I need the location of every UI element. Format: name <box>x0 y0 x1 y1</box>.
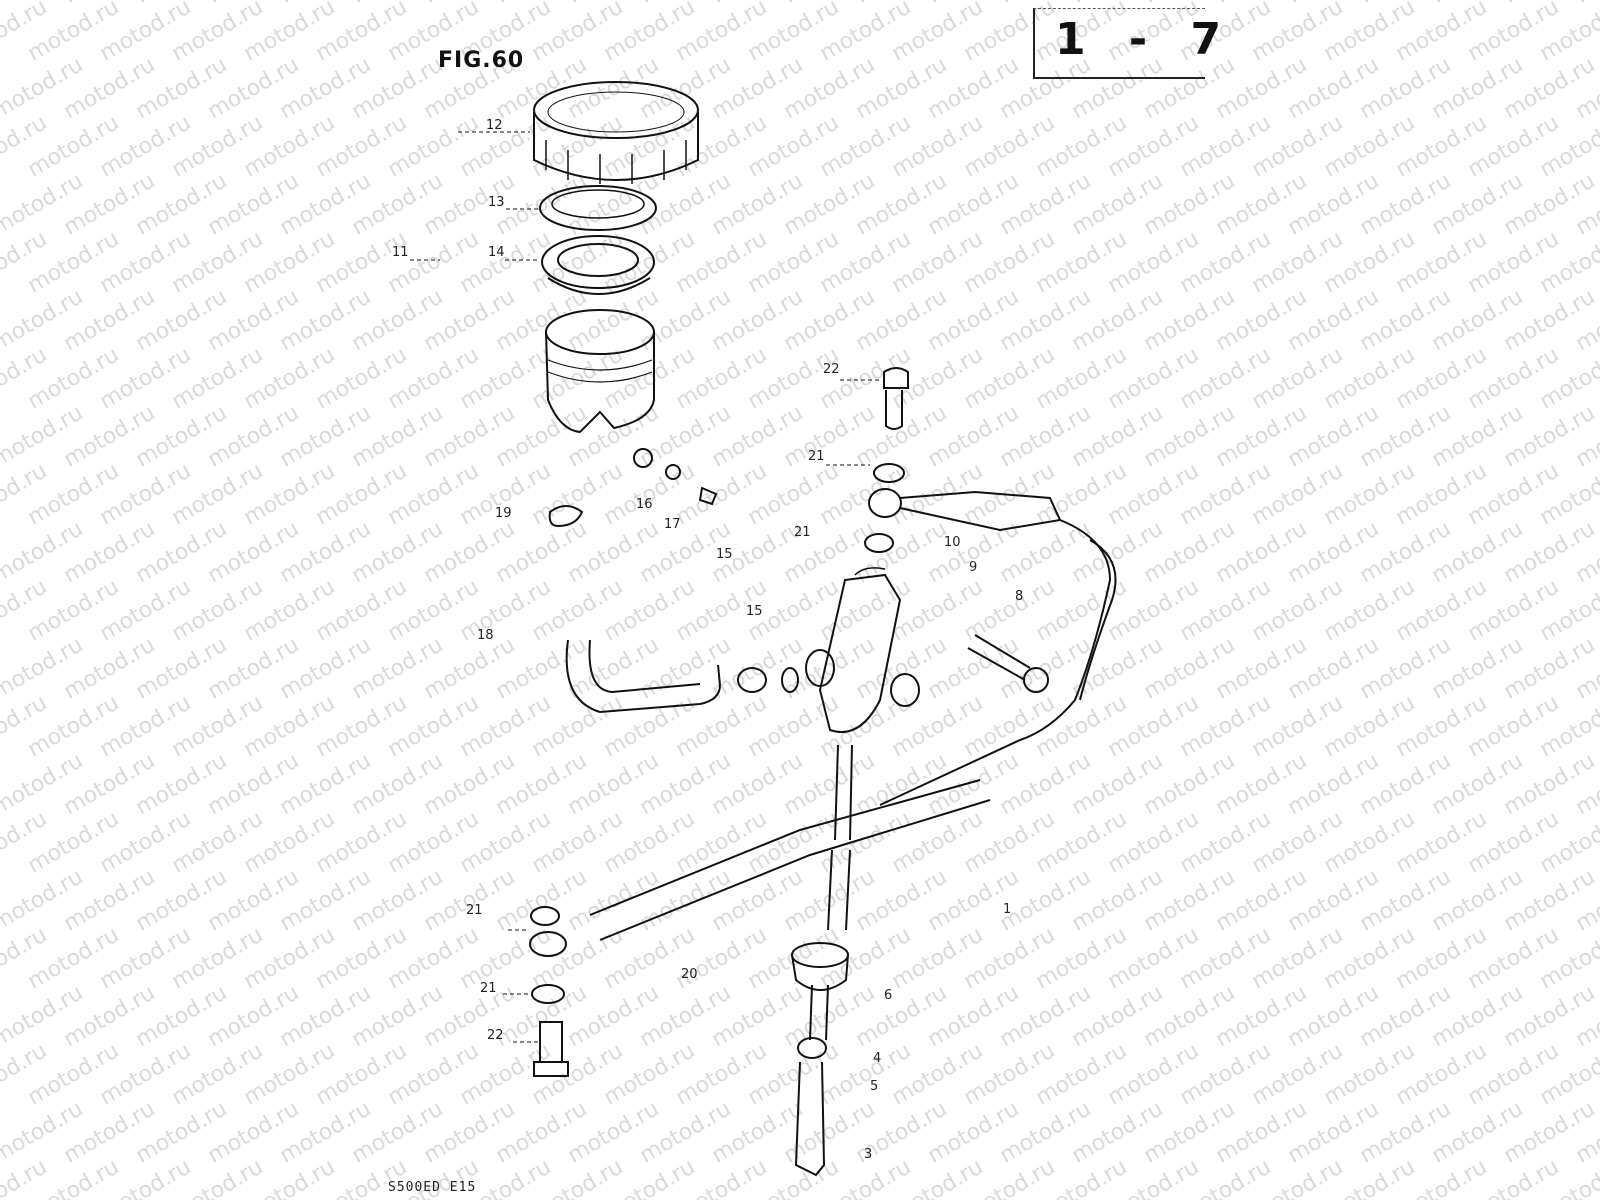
callout-5: 5 <box>870 1079 879 1094</box>
screw-small <box>665 464 681 480</box>
callout-17: 17 <box>664 517 681 532</box>
callout-6: 6 <box>884 988 893 1003</box>
hose-clamp <box>548 505 584 528</box>
footer-model-code: S500ED E15 <box>388 1180 477 1195</box>
callout-15: 15 <box>716 547 733 562</box>
figure-title: FIG.60 <box>438 48 525 73</box>
callout-21: 21 <box>808 449 825 464</box>
push-rod <box>791 744 853 1177</box>
banjo-bolt-top <box>883 367 909 430</box>
diaphragm-plate <box>539 185 657 231</box>
diaphragm <box>541 235 655 295</box>
callout-21: 21 <box>466 903 483 918</box>
callout-22: 22 <box>823 362 840 377</box>
callout-1: 1 <box>1003 902 1012 917</box>
callout-14: 14 <box>488 245 505 260</box>
page-label-box <box>1033 8 1205 79</box>
reservoir-cap <box>533 81 699 184</box>
pivot-bolt <box>967 634 1031 681</box>
callout-9: 9 <box>969 560 978 575</box>
banjo-bolt-bottom <box>533 1021 569 1077</box>
callout-10: 10 <box>944 535 961 550</box>
callout-18: 18 <box>477 628 494 643</box>
callout-19: 19 <box>495 506 512 521</box>
callout-21: 21 <box>794 525 811 540</box>
callout-8: 8 <box>1015 589 1024 604</box>
master-cylinder <box>805 567 920 733</box>
callout-3: 3 <box>864 1147 873 1162</box>
callout-12: 12 <box>486 118 503 133</box>
reservoir-body <box>545 309 655 434</box>
callout-15: 15 <box>746 604 763 619</box>
callout-4: 4 <box>873 1051 882 1066</box>
callout-21: 21 <box>480 981 497 996</box>
screw <box>698 486 718 506</box>
callout-22: 22 <box>487 1028 504 1043</box>
reservoir-hose <box>565 639 722 714</box>
callout-13: 13 <box>488 195 505 210</box>
callout-11: 11 <box>392 245 409 260</box>
upper-brake-hose <box>868 488 1117 806</box>
callout-16: 16 <box>636 497 653 512</box>
grommet <box>633 448 653 468</box>
callout-20: 20 <box>681 967 698 982</box>
lower-brake-hose <box>529 779 991 957</box>
page-label: 1 - 7 <box>1055 14 1236 65</box>
